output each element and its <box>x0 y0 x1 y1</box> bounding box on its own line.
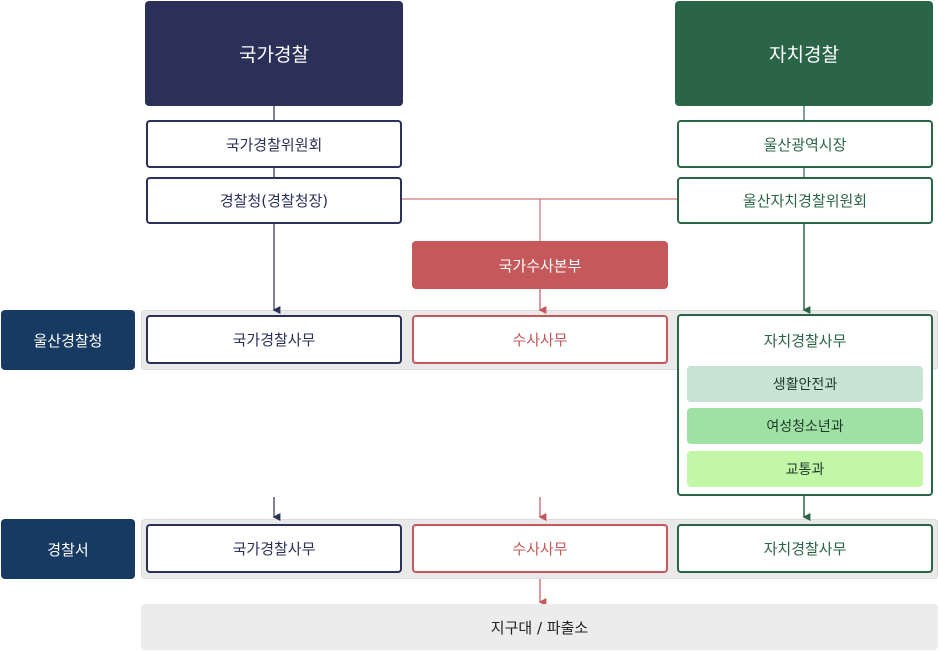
provincial-autonomous-affairs-panel: 자치경찰사무 생활안전과 여성청소년과 교통과 <box>677 314 933 496</box>
ulsan-mayor-box: 울산광역시장 <box>677 120 933 168</box>
precinct-box: 지구대 / 파출소 <box>141 604 938 650</box>
station-autonomous-affairs-box: 자치경찰사무 <box>677 524 933 573</box>
department-traffic: 교통과 <box>687 451 923 487</box>
provincial-investigation-affairs-box: 수사사무 <box>412 315 668 364</box>
station-national-affairs-box: 국가경찰사무 <box>146 524 402 573</box>
provincial-autonomous-affairs-title: 자치경찰사무 <box>763 331 847 350</box>
station-investigation-affairs-box: 수사사무 <box>412 524 668 573</box>
ulsan-autonomous-commission-box: 울산자치경찰위원회 <box>677 177 933 224</box>
national-police-agency-box: 경찰청(경찰청장) <box>146 177 402 224</box>
autonomous-police-header: 자치경찰 <box>675 1 933 106</box>
ulsan-provincial-agency-label: 울산경찰청 <box>1 310 135 370</box>
police-station-label: 경찰서 <box>1 519 135 579</box>
national-police-header: 국가경찰 <box>145 1 403 106</box>
national-investigation-hq-box: 국가수사본부 <box>412 241 668 289</box>
national-police-commission-box: 국가경찰위원회 <box>146 120 402 168</box>
provincial-national-affairs-box: 국가경찰사무 <box>146 315 402 364</box>
department-women-youth: 여성청소년과 <box>687 408 923 444</box>
department-living-safety: 생활안전과 <box>687 366 923 402</box>
